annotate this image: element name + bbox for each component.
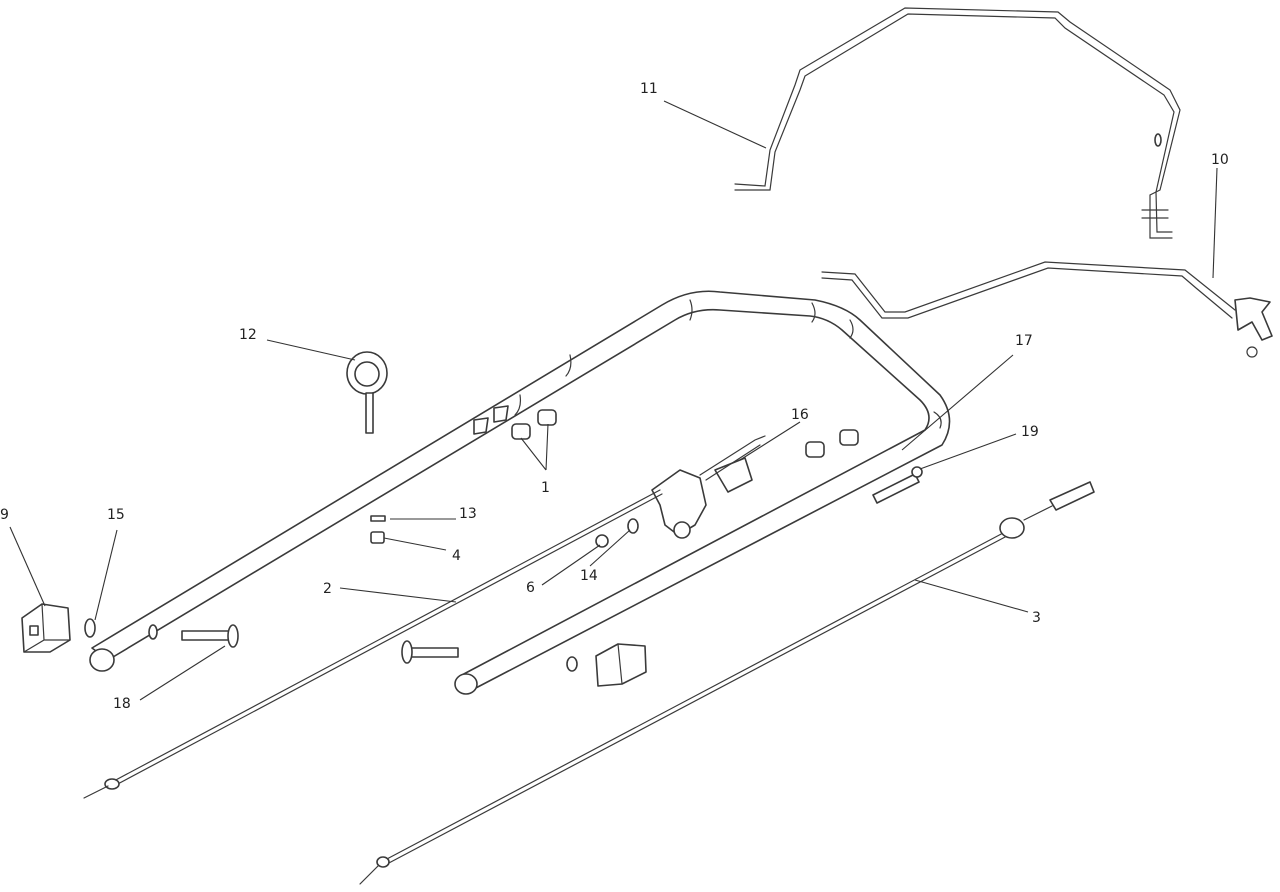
part-3-drive-cable bbox=[359, 481, 1095, 885]
part-15-clip bbox=[84, 618, 158, 640]
part-2-control-cable bbox=[83, 489, 663, 799]
part-4-nut bbox=[370, 531, 385, 544]
callout-2: 2 bbox=[323, 581, 332, 597]
callout-15: 15 bbox=[107, 507, 125, 523]
part-1-bushings bbox=[473, 405, 859, 458]
part-18-bolt bbox=[181, 624, 459, 664]
callout-11: 11 bbox=[640, 81, 658, 97]
callout-18: 18 bbox=[113, 696, 131, 712]
handle-grip-block bbox=[595, 643, 647, 687]
callout-9: 9 bbox=[0, 507, 9, 523]
part-16-control-bracket bbox=[651, 435, 766, 539]
part-14-washer bbox=[566, 518, 639, 672]
callout-17: 17 bbox=[1015, 333, 1033, 349]
callout-14: 14 bbox=[580, 568, 598, 584]
callout-1: 1 bbox=[541, 480, 550, 496]
handle-upper-tube bbox=[89, 290, 951, 695]
callout-3: 3 bbox=[1032, 610, 1041, 626]
part-12-ring-bolt bbox=[346, 351, 388, 434]
callout-13: 13 bbox=[459, 506, 477, 522]
part-6-nut bbox=[595, 534, 609, 548]
part-19-bolt bbox=[872, 466, 923, 504]
callout-19: 19 bbox=[1021, 424, 1039, 440]
part-10-lower-bail bbox=[821, 261, 1273, 358]
part-13-screw bbox=[370, 515, 386, 522]
callout-12: 12 bbox=[239, 327, 257, 343]
leader-lines bbox=[9, 100, 1218, 701]
part-11-upper-bail bbox=[734, 7, 1181, 239]
callout-4: 4 bbox=[452, 548, 461, 564]
callout-16: 16 bbox=[791, 407, 809, 423]
callout-10: 10 bbox=[1211, 152, 1229, 168]
part-9-switch-box bbox=[21, 603, 71, 653]
callout-labels: 1 2 3 4 6 9 10 11 12 13 14 15 16 17 18 1… bbox=[0, 81, 1229, 712]
callout-6: 6 bbox=[526, 580, 535, 596]
